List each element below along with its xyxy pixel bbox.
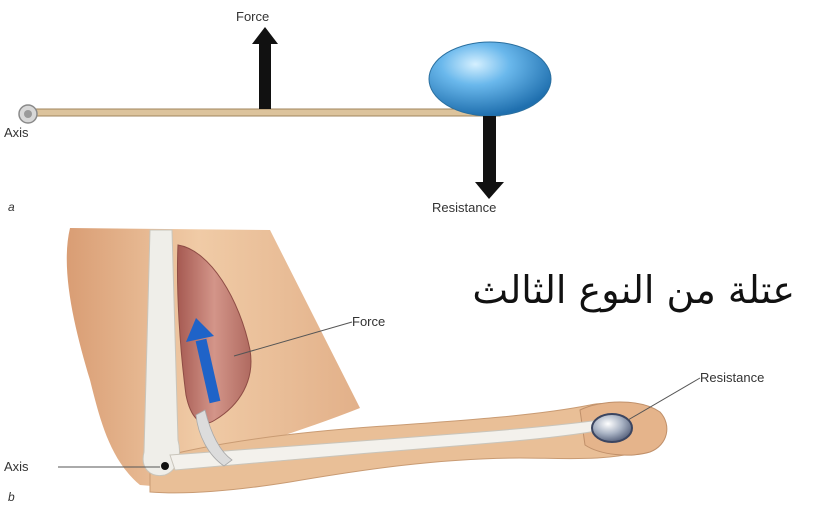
panel-label-a: a <box>8 200 15 214</box>
elbow-axis-dot <box>161 462 169 470</box>
resistance-label-a: Resistance <box>432 200 496 215</box>
force-arrow-up-icon <box>252 27 278 109</box>
panel-a-lever <box>19 27 551 199</box>
lever-bar <box>30 109 500 116</box>
force-label-a: Force <box>236 9 269 24</box>
resistance-label-b: Resistance <box>700 370 764 385</box>
axis-label-b: Axis <box>4 459 29 474</box>
force-label-b: Force <box>352 314 385 329</box>
axis-pivot-center <box>24 110 32 118</box>
resistance-weight <box>592 414 632 442</box>
axis-label-a: Axis <box>4 125 29 140</box>
panel-label-b: b <box>8 490 15 504</box>
lever-type-title: عتلة من النوع الثالث <box>440 268 795 312</box>
resistance-leader-line <box>628 378 700 420</box>
resistance-arrow-down-icon <box>475 116 504 199</box>
resistance-ball <box>429 42 551 116</box>
